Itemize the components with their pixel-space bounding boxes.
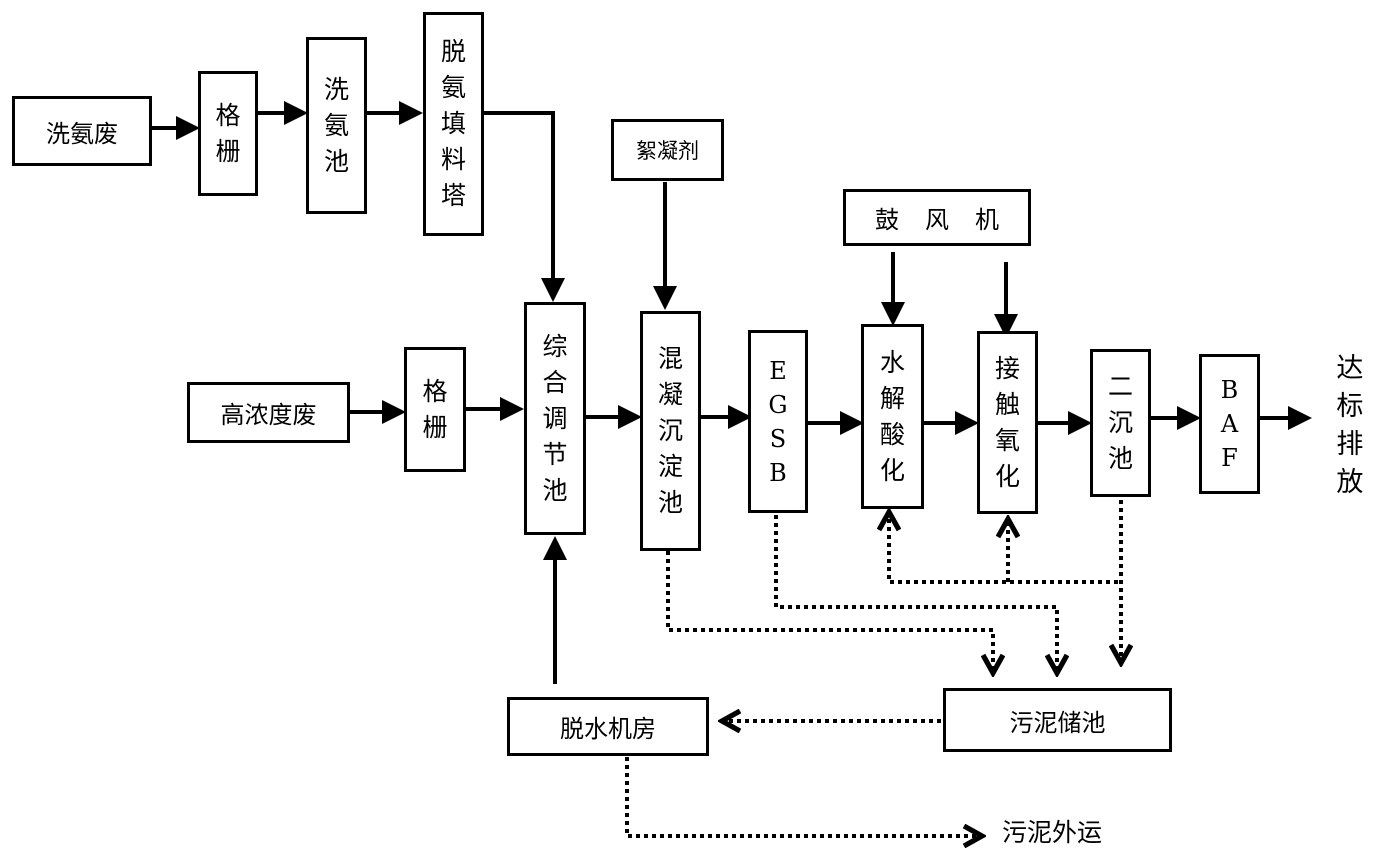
node-contact-oxidation: 接触氧化	[977, 331, 1038, 514]
node-label: 洗氨废	[46, 119, 118, 148]
node-ammonia-wash-wastewater: 洗氨废	[12, 96, 152, 166]
node-flocculant: 絮凝剂	[611, 119, 724, 181]
node-ammonia-wash-tank: 洗氨池	[306, 37, 367, 214]
node-sludge-storage-tank: 污泥储池	[943, 688, 1172, 752]
node-label: 水解酸化	[879, 347, 905, 485]
node-ammonia-stripping-tower: 脱氨填料塔	[423, 12, 484, 236]
node-screen-main: 格栅	[404, 347, 466, 472]
node-label: 高浓度废	[220, 401, 317, 429]
node-label: 综合调节池	[542, 331, 568, 505]
node-label: 混凝沉淀池	[657, 344, 683, 517]
node-coagulation-sedimentation-tank: 混凝沉淀池	[640, 311, 701, 551]
node-label: 接触氧化	[994, 353, 1020, 491]
node-hydrolysis-acidification: 水解酸化	[861, 324, 924, 509]
node-dewatering-room: 脱水机房	[507, 697, 709, 756]
node-blower: 鼓风机	[843, 189, 1031, 246]
node-screen-top: 格栅	[198, 71, 258, 196]
sludge-out-label: 污泥外运	[1002, 818, 1103, 847]
node-label: 洗氨池	[323, 74, 349, 176]
node-egsb: EGSB	[748, 330, 808, 513]
node-label: 污泥储池	[1009, 708, 1106, 737]
node-label: 脱氨填料塔	[440, 37, 466, 210]
node-secondary-clarifier: 二沉池	[1090, 349, 1151, 497]
node-label: 格栅	[422, 376, 448, 442]
node-equalization-tank: 综合调节池	[524, 302, 586, 535]
dotted-sludge-lines	[625, 500, 1121, 836]
node-label: EGSB	[768, 356, 788, 487]
node-label: 鼓风机	[875, 206, 1025, 234]
node-label: 脱水机房	[560, 715, 656, 743]
node-label: BAF	[1220, 376, 1239, 472]
node-baf: BAF	[1199, 354, 1260, 494]
node-label: 二沉池	[1107, 372, 1133, 473]
node-label: 絮凝剂	[636, 139, 699, 163]
node-high-concentration-wastewater: 高浓度废	[187, 382, 350, 443]
solid-flow-lines	[152, 101, 1312, 684]
node-label: 格栅	[215, 100, 241, 166]
discharge-label: 达标排放	[1336, 353, 1364, 498]
